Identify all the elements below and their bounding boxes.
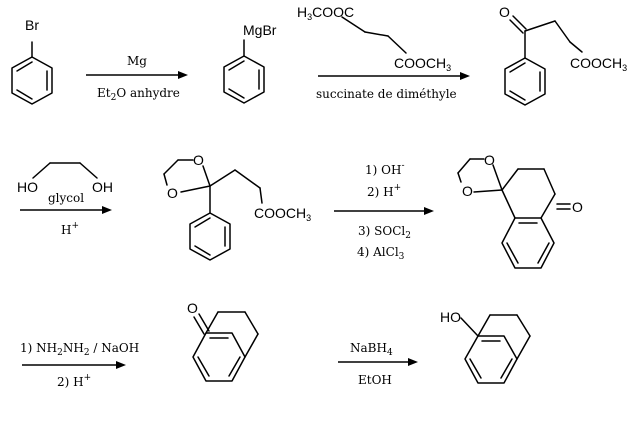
- bromobenzene: Br: [11, 17, 53, 105]
- atom-o-spiro-1: O: [484, 152, 495, 168]
- atom-o-tetralone: O: [187, 300, 198, 316]
- arrow-step-5: 1) NH2NH2 / NaOH 2) H+: [20, 341, 139, 389]
- atom-o-spiro-2: O: [462, 183, 473, 199]
- tetralone: O: [187, 300, 259, 382]
- atom-mgbr: MgBr: [243, 22, 277, 38]
- arrow-step-1: Mg Et2O anhydre: [86, 54, 188, 103]
- acetal-ester: O O COOCH3: [163, 152, 311, 261]
- arrow-step-4: 1) OH- 2) H+ 3) SOCl2 4) AlCl3: [334, 161, 434, 262]
- arrow-step-6: NaBH4 EtOH: [338, 341, 418, 387]
- condition-glycol: glycol: [48, 191, 84, 205]
- arrow-step-2: succinate de diméthyle H3COOC COOCH3: [297, 4, 470, 101]
- condition-acid-1: H+: [61, 221, 79, 237]
- atom-o-dioxolane-2: O: [167, 185, 178, 201]
- atom-o-ketone: O: [499, 4, 510, 20]
- condition-nabh4: NaBH4: [350, 341, 393, 358]
- condition-etoh: EtOH: [358, 373, 392, 387]
- keto-ester: O COOCH3: [499, 4, 627, 106]
- condition-hydroxide: 1) OH-: [365, 161, 404, 177]
- atom-ho-glycol: HO: [17, 179, 38, 195]
- atom-br: Br: [25, 17, 39, 33]
- arrow-step-3: glycol H+: [20, 191, 112, 237]
- phenylmagnesium-bromide: MgBr: [223, 22, 277, 104]
- condition-succinate: succinate de diméthyle: [316, 87, 457, 101]
- atom-o-tetralone-acetal: O: [572, 199, 583, 215]
- condition-alcl3: 4) AlCl3: [357, 245, 405, 262]
- atom-cooch3-ketoester: COOCH3: [570, 55, 627, 73]
- condition-acid-2: 2) H+: [367, 183, 401, 199]
- condition-mg: Mg: [127, 54, 147, 68]
- spiro-acetal-tetralone: O O O: [457, 152, 583, 269]
- atom-oh-glycol: OH: [92, 179, 113, 195]
- atom-h3cooc: H3COOC: [297, 4, 354, 22]
- condition-ether: Et2O anhydre: [97, 86, 180, 103]
- ethylene-glycol: HO OH: [17, 162, 113, 195]
- condition-socl2: 3) SOCl2: [358, 224, 411, 241]
- condition-acid-3: 2) H+: [57, 373, 91, 389]
- atom-cooch3-acetal: COOCH3: [254, 205, 311, 223]
- tetralol: HO: [440, 309, 531, 384]
- atom-cooch3-succinate: COOCH3: [394, 55, 451, 73]
- atom-ho-tetralol: HO: [440, 309, 461, 325]
- atom-o-dioxolane-1: O: [193, 152, 204, 168]
- condition-wolff-kishner: 1) NH2NH2 / NaOH: [20, 341, 139, 358]
